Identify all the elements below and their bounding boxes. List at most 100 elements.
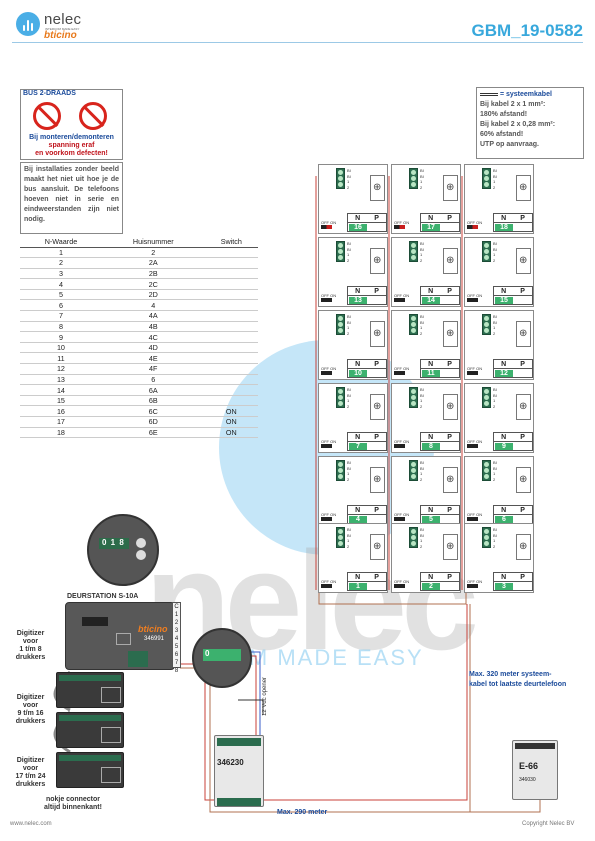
- terminal-label: BI: [347, 387, 351, 392]
- off-on-switch: [467, 444, 478, 448]
- p-label: P: [520, 434, 525, 441]
- table-cell: 2D: [101, 289, 205, 301]
- table-header-cell: Switch: [204, 236, 258, 248]
- table-cell: 15: [20, 395, 102, 407]
- unit-terminal: [409, 387, 418, 408]
- off-on-label: OFF ON: [467, 366, 483, 371]
- terminal-label: 1: [420, 471, 423, 476]
- p-label: P: [374, 434, 379, 441]
- table-cell: [204, 321, 258, 333]
- unit-terminal: [336, 241, 345, 262]
- off-on-switch: [467, 225, 478, 229]
- digitizer-label-line: voor: [22, 638, 39, 645]
- nokje-note: nokje connector altijd binnenkant!: [44, 796, 102, 812]
- table-cell: 4B: [101, 321, 205, 333]
- terminal-label: 2: [347, 403, 350, 409]
- screw-icon: [136, 550, 146, 560]
- table-cell: 8: [20, 321, 102, 333]
- terminal-label: BI: [420, 532, 424, 538]
- digitizer-label-line: Digitizer: [16, 630, 45, 637]
- supply-model: 346230: [217, 758, 244, 767]
- table-cell: [204, 299, 258, 312]
- socket-icon: [370, 321, 385, 347]
- table-cell: [204, 278, 258, 290]
- digitizer-label-line: drukkers: [15, 781, 46, 788]
- terminal-label: BI: [493, 314, 497, 319]
- terminal-label: 2: [347, 330, 350, 336]
- table-cell: [204, 374, 258, 386]
- table-cell: 6: [20, 299, 102, 312]
- off-on-label: OFF ON: [467, 220, 483, 225]
- terminal-label: BI: [493, 460, 497, 465]
- terminal-label: BI: [420, 387, 424, 392]
- table-cell: 4: [20, 278, 102, 290]
- brand-name: nelec: [44, 11, 82, 28]
- system-line-1: Bij kabel 2 x 1 mm²:: [480, 101, 546, 108]
- dip-switch-block: [99, 538, 129, 549]
- terminal-label: BI: [420, 241, 424, 246]
- n-label: N: [355, 434, 361, 441]
- table-cell: 9: [20, 331, 102, 343]
- table-cell: 4: [101, 299, 205, 312]
- table-cell: [204, 395, 258, 407]
- p-label: P: [374, 574, 379, 581]
- digitizer-label-line: Digitizer: [16, 694, 45, 701]
- table-cell: 1: [20, 247, 102, 259]
- off-on-switch: [467, 298, 478, 302]
- terminal-label: 2: [420, 476, 423, 482]
- terminal-label: 2: [420, 403, 423, 409]
- table-cell: [204, 342, 258, 354]
- n-value: 11: [422, 370, 440, 377]
- off-on-switch: [394, 584, 405, 588]
- terminal-label: 1: [493, 252, 496, 257]
- socket-icon: [516, 467, 531, 493]
- terminal-label: BI: [493, 246, 497, 252]
- terminal-label: BI: [347, 241, 351, 246]
- n-label: N: [428, 361, 434, 368]
- p-label: P: [520, 574, 525, 581]
- unit-terminal: [409, 527, 418, 548]
- terminal-label: 1: [420, 252, 423, 257]
- n-label: N: [501, 288, 507, 295]
- off-on-switch: [467, 517, 478, 521]
- n-value: 10: [349, 370, 367, 377]
- n-value: 3: [495, 583, 513, 590]
- digitizer-icon: [101, 687, 121, 703]
- unit-terminal: [336, 460, 345, 481]
- terminal-label: 1: [420, 325, 423, 330]
- terminal-label: BI: [347, 465, 351, 471]
- terminal-label: BI: [420, 465, 424, 471]
- off-on-label: OFF ON: [321, 439, 337, 444]
- digitizer-terminals: [59, 755, 121, 761]
- e66-terminals: [515, 743, 555, 749]
- terminal-label: 1: [347, 252, 350, 257]
- table-cell: 6: [101, 374, 205, 386]
- table-cell: ON: [204, 427, 258, 439]
- n-label: N: [355, 215, 361, 222]
- footer-url: www.nelec.com: [10, 821, 52, 827]
- unit-terminal: [409, 314, 418, 335]
- digitizer-label-line: 17 t/m 24: [15, 773, 46, 780]
- off-on-switch: [394, 517, 405, 521]
- table-cell: 6B: [101, 395, 205, 407]
- max-320-note: Max. 320 meter systeem- kabel tot laatst…: [469, 670, 591, 690]
- off-on-switch: [321, 584, 332, 588]
